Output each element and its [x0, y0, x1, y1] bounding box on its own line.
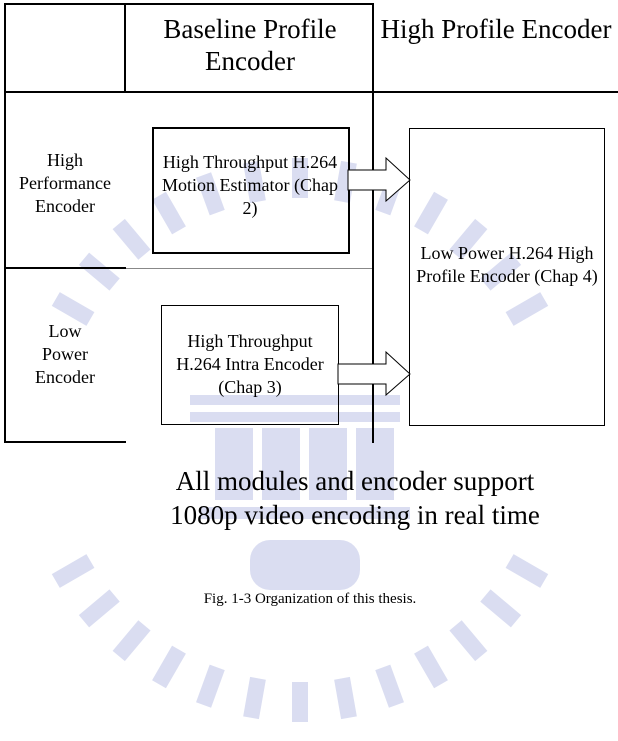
motion-estimator-label: High Throughput H.264 Motion Estimator (… — [162, 152, 338, 219]
grid-header-bottom — [4, 91, 618, 93]
row-label-low-power: Low Power Encoder — [35, 321, 95, 388]
grid-left-border — [4, 3, 6, 443]
figure-caption: Fig. 1-3 Organization of this thesis. — [203, 591, 417, 607]
grid-col1-divider — [124, 3, 126, 93]
high-profile-encoder-label: Low Power H.264 High Profile Encoder (Ch… — [416, 243, 598, 287]
high-profile-encoder-box — [409, 128, 605, 426]
grid-row-divider-thin — [126, 268, 372, 269]
intra-encoder-label: High Throughput H.264 Intra Encoder (Cha… — [176, 331, 324, 398]
header-baseline-profile: Baseline Profile Encoder — [163, 14, 337, 77]
grid-col2-divider — [372, 3, 374, 443]
row-label-high-performance: High Performance Encoder — [19, 150, 111, 217]
arrow-intra-to-high-profile-icon — [337, 350, 411, 397]
arrow-motion-to-high-profile-icon — [347, 156, 411, 203]
grid-row-divider — [4, 267, 126, 269]
summary-statement: All modules and encoder support 1080p vi… — [170, 466, 540, 531]
header-high-profile: High Profile Encoder — [380, 14, 612, 44]
grid-bottom-border — [4, 441, 126, 443]
grid-top-border — [4, 3, 374, 5]
